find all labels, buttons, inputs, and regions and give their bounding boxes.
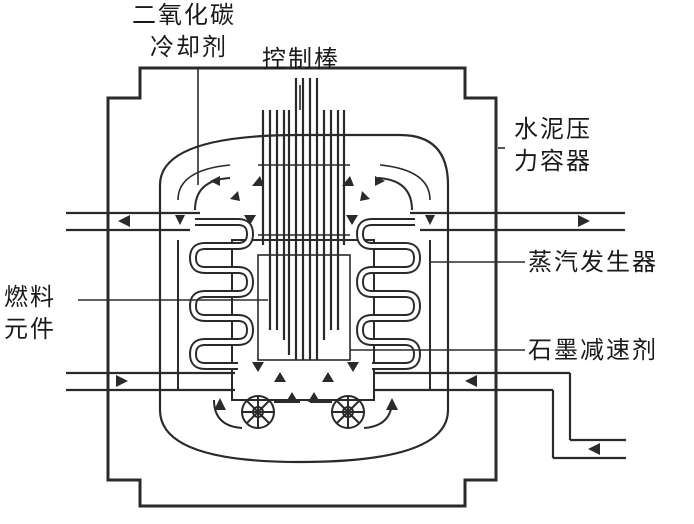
core-boundary: [177, 164, 431, 201]
co2-coolant-label-line1: 二氧化碳: [132, 1, 236, 29]
right-blower: [310, 395, 393, 429]
fuel-element-label-line1: 燃料: [4, 283, 56, 311]
control-rod-label: 控制棒: [262, 45, 340, 73]
fuel-element-label-line2: 元件: [4, 315, 56, 343]
right-pipes: [375, 211, 626, 460]
left-blower: [213, 395, 300, 429]
graphite-moderator-label: 石墨减速剂: [528, 336, 658, 364]
leader-lines: [78, 68, 525, 351]
pipe-flow-arrows: [116, 215, 600, 455]
left-pipes: [66, 211, 235, 392]
steam-generator-label: 蒸汽发生器: [528, 248, 658, 276]
coolant-flow-arrows: [175, 176, 435, 402]
flow-guide-arcs: [177, 177, 431, 390]
vessel-label-line2: 力容器: [514, 147, 592, 175]
concrete-vessel-inner: [158, 133, 450, 464]
control-rod-bundle: [261, 78, 346, 360]
co2-coolant-label-line2: 冷却剂: [150, 33, 228, 61]
concrete-vessel-outer: [106, 66, 498, 508]
blower-arrows: [214, 398, 398, 410]
control-rod-crossbands: [258, 164, 350, 236]
vessel-label-line1: 水泥压: [514, 115, 592, 143]
